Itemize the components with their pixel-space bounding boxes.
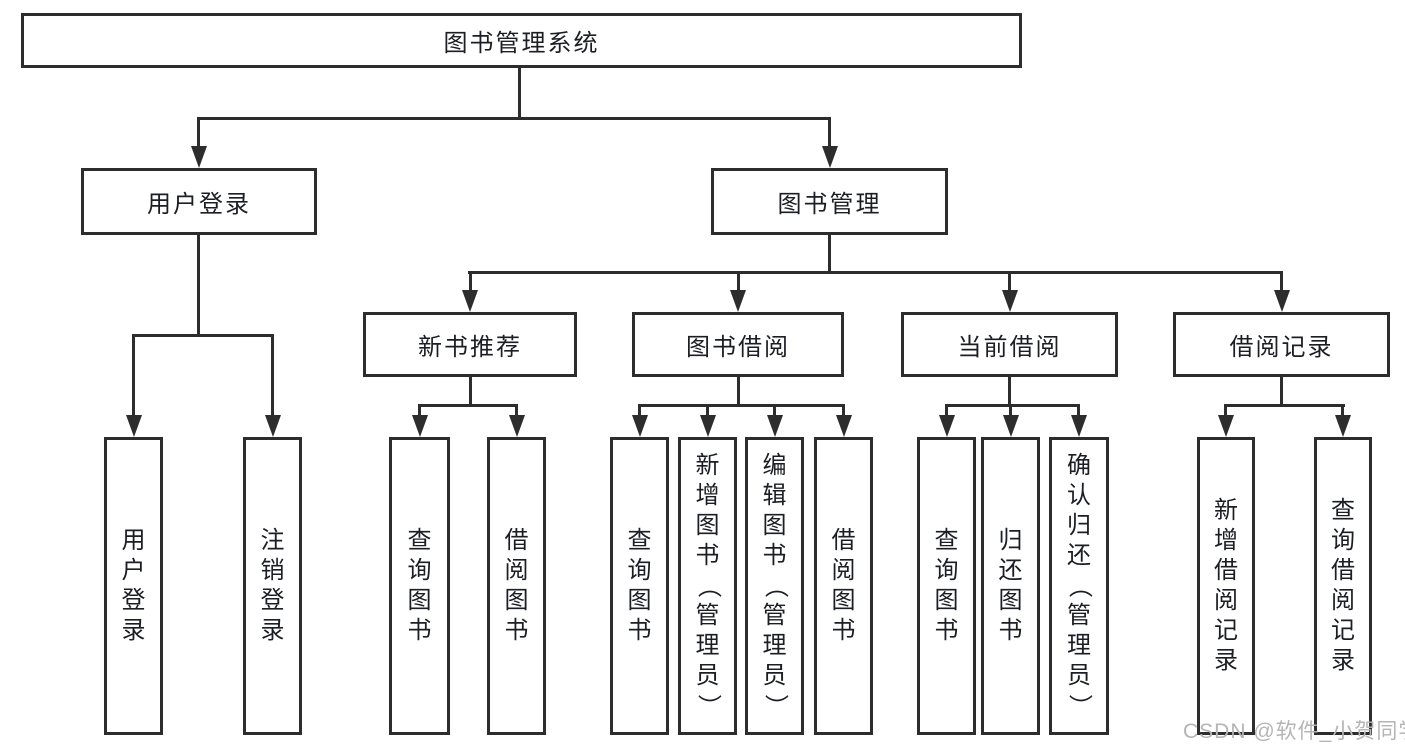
node-current-borrow: 当前借阅 <box>901 312 1118 377</box>
connector-line <box>1008 271 1011 291</box>
leaf-query-borrow-record: 查询借阅记录 <box>1314 437 1372 735</box>
arrow-down-icon <box>126 415 142 437</box>
connector-line <box>1008 377 1011 406</box>
leaf-user-login: 用户登录 <box>104 437 163 735</box>
connector-line <box>1009 404 1012 416</box>
leaf-confirm-return-admin: 确认归还（管理员） <box>1049 437 1109 735</box>
arrow-down-icon <box>191 146 207 168</box>
arrow-down-icon <box>939 415 955 437</box>
connector-line <box>469 377 472 406</box>
leaf-query-books-borrow: 查询图书 <box>610 437 669 735</box>
connector-line <box>706 404 709 416</box>
arrow-down-icon <box>730 290 746 312</box>
leaf-add-borrow-record: 新增借阅记录 <box>1197 437 1255 735</box>
connector-line <box>132 334 135 418</box>
connector-line <box>518 66 521 120</box>
connector-line <box>271 334 274 418</box>
arrow-down-icon <box>1071 415 1087 437</box>
connector-line <box>828 117 831 150</box>
node-book-management: 图书管理 <box>711 168 948 235</box>
arrow-down-icon <box>412 415 428 437</box>
connector-line <box>197 117 831 120</box>
leaf-edit-books-admin: 编辑图书（管理员） <box>745 437 804 735</box>
connector-line <box>468 271 1283 274</box>
leaf-add-books-admin: 新增图书（管理员） <box>678 437 737 735</box>
node-new-book-recommend: 新书推荐 <box>363 312 577 377</box>
connector-line <box>418 404 421 416</box>
leaf-query-books-recommend: 查询图书 <box>389 437 450 735</box>
arrow-down-icon <box>1003 415 1019 437</box>
leaf-borrow-books-recommend: 借阅图书 <box>487 437 546 735</box>
connector-line <box>773 404 776 416</box>
connector-line <box>737 377 740 406</box>
connector-line <box>1224 404 1345 407</box>
connector-line <box>842 404 845 416</box>
connector-line <box>1280 377 1283 406</box>
arrow-down-icon <box>509 415 525 437</box>
connector-line <box>132 334 274 337</box>
connector-line <box>197 235 200 336</box>
connector-line <box>1341 404 1344 416</box>
connector-line <box>945 404 1080 407</box>
connector-line <box>638 404 641 416</box>
node-root-system: 图书管理系统 <box>21 13 1022 68</box>
connector-line <box>828 235 831 273</box>
arrow-down-icon <box>700 415 716 437</box>
connector-line <box>638 404 845 407</box>
connector-line <box>515 404 518 416</box>
arrow-down-icon <box>767 415 783 437</box>
arrow-down-icon <box>822 146 838 168</box>
leaf-return-books: 归还图书 <box>981 437 1040 735</box>
arrow-down-icon <box>836 415 852 437</box>
arrow-down-icon <box>462 290 478 312</box>
arrow-down-icon <box>1002 290 1018 312</box>
leaf-logout: 注销登录 <box>243 437 302 735</box>
csdn-watermark: CSDN @软件_小贺同学 <box>1183 720 1405 743</box>
connector-line <box>737 271 740 291</box>
node-book-borrow: 图书借阅 <box>632 312 844 377</box>
leaf-query-books-current: 查询图书 <box>917 437 976 735</box>
connector-line <box>418 404 518 407</box>
leaf-borrow-books: 借阅图书 <box>814 437 873 735</box>
arrow-down-icon <box>265 415 281 437</box>
arrow-down-icon <box>1218 415 1234 437</box>
arrow-down-icon <box>632 415 648 437</box>
connector-line <box>197 117 200 150</box>
arrow-down-icon <box>1335 415 1351 437</box>
arrow-down-icon <box>1274 290 1290 312</box>
node-user-login: 用户登录 <box>81 168 317 235</box>
connector-line <box>1280 271 1283 291</box>
connector-line <box>469 271 472 291</box>
connector-line <box>945 404 948 416</box>
node-borrow-records: 借阅记录 <box>1173 312 1390 377</box>
connector-line <box>1077 404 1080 416</box>
connector-line <box>1224 404 1227 416</box>
